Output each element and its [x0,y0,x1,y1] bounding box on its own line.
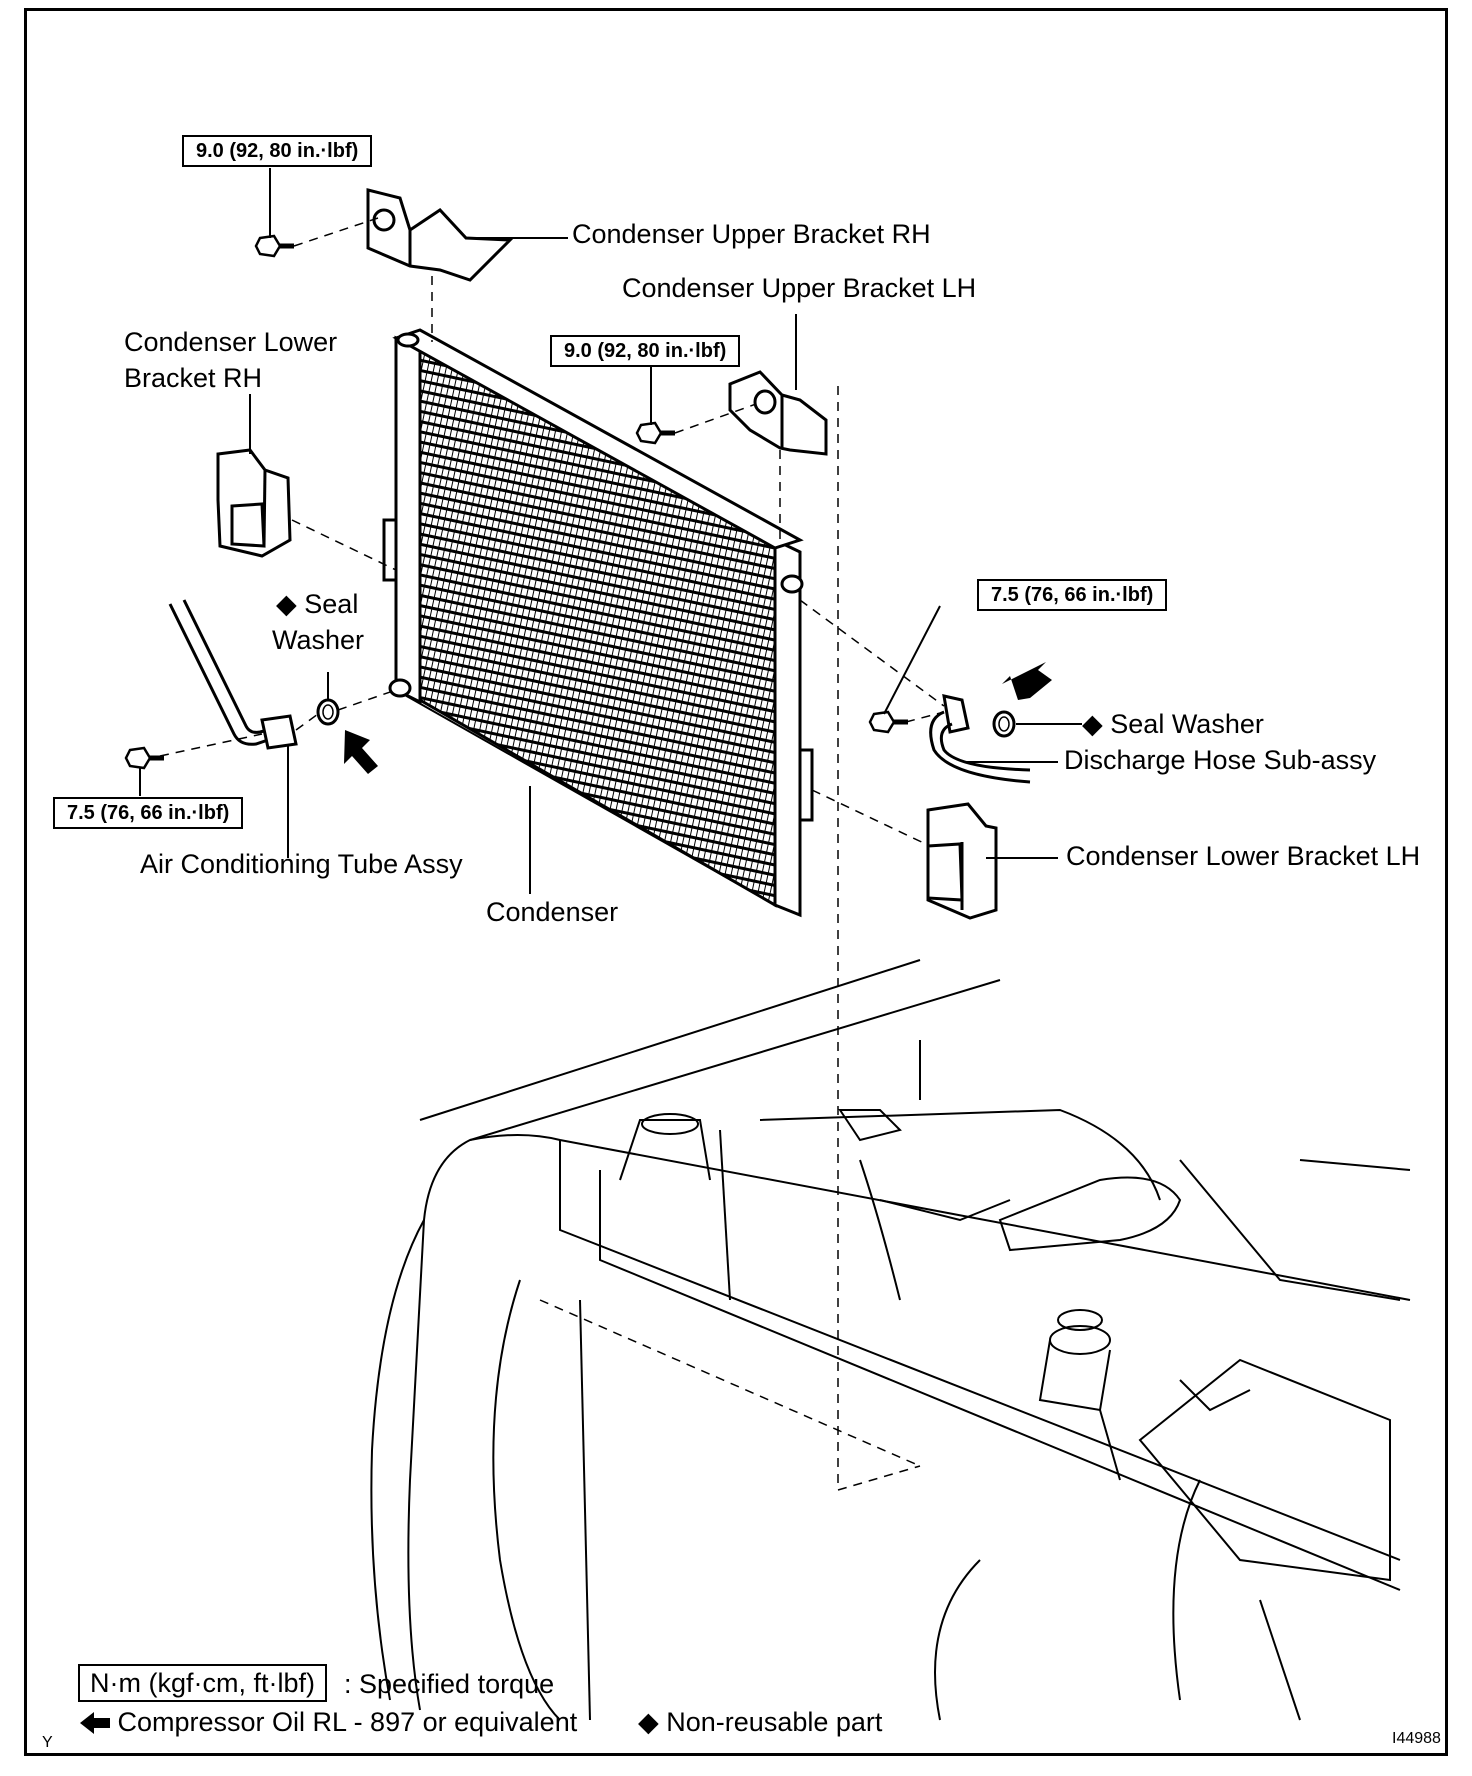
lower-bracket-lh [926,802,998,920]
bolts [124,234,908,770]
oil-arrows [344,662,1052,774]
label-seal-washer-right: ◆ Seal Washer [1082,709,1264,739]
label-upper-bracket-lh: Condenser Upper Bracket LH [622,273,977,303]
lower-bracket-rh [216,448,292,558]
label-lower-bracket-lh: Condenser Lower Bracket LH [1066,841,1421,871]
diamond-icon: ◆ [638,1707,659,1737]
label-condenser: Condenser [486,897,619,927]
vehicle-front-end [370,959,1411,1721]
upper-bracket-lh [728,370,828,456]
torque-right-bolt: 7.5 (76, 66 in.·lbf) [977,579,1168,611]
torque-upper-rh: 9.0 (92, 80 in.·lbf) [182,135,373,167]
discharge-hose [929,694,1031,784]
label-seal-washer-left-line1: ◆ Seal [276,589,359,619]
corner-code-left: Y [42,1734,53,1751]
figure-number: I44988 [1392,1730,1441,1747]
label-lower-bracket-rh-line1: Condenser Lower [124,327,338,357]
diagram-frame [24,8,1448,1756]
torque-left-bolt: 7.5 (76, 66 in.·lbf) [53,797,244,829]
condenser-core [382,328,814,918]
leader-lines [139,168,1082,894]
label-ac-tube: Air Conditioning Tube Assy [140,849,463,879]
ac-tube [168,599,298,750]
legend-specified-torque: : Specified torque [344,1669,555,1699]
label-lower-bracket-rh-line2: Bracket RH [124,363,263,393]
legend-compressor-oil: Compressor Oil RL - 897 or equivalent [80,1706,577,1738]
legend-non-reusable: ◆ Non-reusable part [638,1707,883,1737]
label-discharge-hose: Discharge Hose Sub-assy [1064,745,1377,775]
diamond-icon: ◆ [276,589,297,619]
diamond-icon: ◆ [1082,709,1103,739]
assembly-lines [159,217,945,1491]
arrow-left-icon [80,1712,110,1734]
label-upper-bracket-rh: Condenser Upper Bracket RH [572,219,931,249]
label-seal-washer-left-line2: Washer [272,625,365,655]
torque-upper-lh: 9.0 (92, 80 in.·lbf) [550,335,741,367]
legend-unit-box: N·m (kgf·cm, ft·lbf) [78,1664,327,1702]
upper-bracket-rh [366,188,514,282]
